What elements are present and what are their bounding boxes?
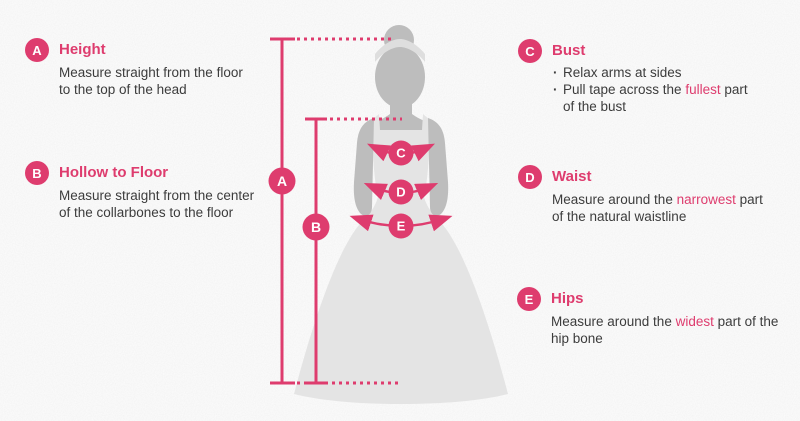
bust-bullet-2: Pull tape across the fullest part of the… [552, 81, 748, 115]
section-bust: C Bust Relax arms at sides Pull tape acr… [518, 39, 778, 115]
measurement-lines [270, 37, 402, 385]
badge-d: D [518, 165, 542, 189]
section-hollow-description: Measure straight from the center of the … [59, 188, 255, 220]
hips-arrow [349, 214, 453, 232]
section-height-title: Height [59, 41, 106, 58]
section-bust-title: Bust [552, 42, 586, 59]
section-waist: D Waist Measure around the narrowest par… [518, 165, 783, 225]
headband [375, 39, 425, 62]
figure-badge-e-letter: E [397, 219, 406, 234]
bust-bullet-list: Relax arms at sides Pull tape across the… [552, 64, 748, 115]
figure-badge-d-letter: D [396, 185, 405, 200]
section-waist-title: Waist [552, 168, 592, 185]
figure-badges: A B C D E [268, 140, 414, 241]
section-waist-description: Measure around the narrowest part of the… [552, 192, 763, 224]
hair-bun [384, 25, 414, 55]
figure-badge-c [388, 140, 414, 166]
section-hips-description: Measure around the widest part of the hi… [551, 314, 779, 346]
figure-badge-b [302, 213, 330, 241]
section-hollow-title: Hollow to Floor [59, 164, 169, 181]
badge-e: E [517, 287, 541, 311]
badge-c: C [518, 39, 542, 63]
bust-arrow [366, 143, 436, 162]
dress-skirt [294, 197, 508, 404]
girth-arrows [349, 143, 453, 232]
section-height-description: Measure straight from the floor to the t… [59, 65, 243, 97]
badge-a: A [25, 38, 49, 62]
figure-badge-e [388, 213, 414, 239]
waist-arrow [363, 183, 439, 200]
section-hollow-to-floor: B Hollow to Floor Measure straight from … [25, 161, 285, 221]
head [375, 46, 425, 108]
figure-badge-b-letter: B [311, 219, 321, 235]
figure-badge-c-letter: C [396, 146, 406, 161]
right-arm [428, 118, 449, 216]
section-hips: E Hips Measure around the widest part of… [517, 287, 782, 347]
neck-and-chest [358, 88, 444, 150]
dress-bodice [372, 114, 430, 198]
section-hips-title: Hips [551, 290, 584, 307]
girl-silhouette [294, 25, 508, 404]
bust-bullet-1: Relax arms at sides [552, 64, 748, 81]
badge-b: B [25, 161, 49, 185]
section-height: A Height Measure straight from the floor… [25, 38, 275, 98]
left-arm [353, 118, 374, 216]
figure-badge-d [388, 179, 414, 205]
